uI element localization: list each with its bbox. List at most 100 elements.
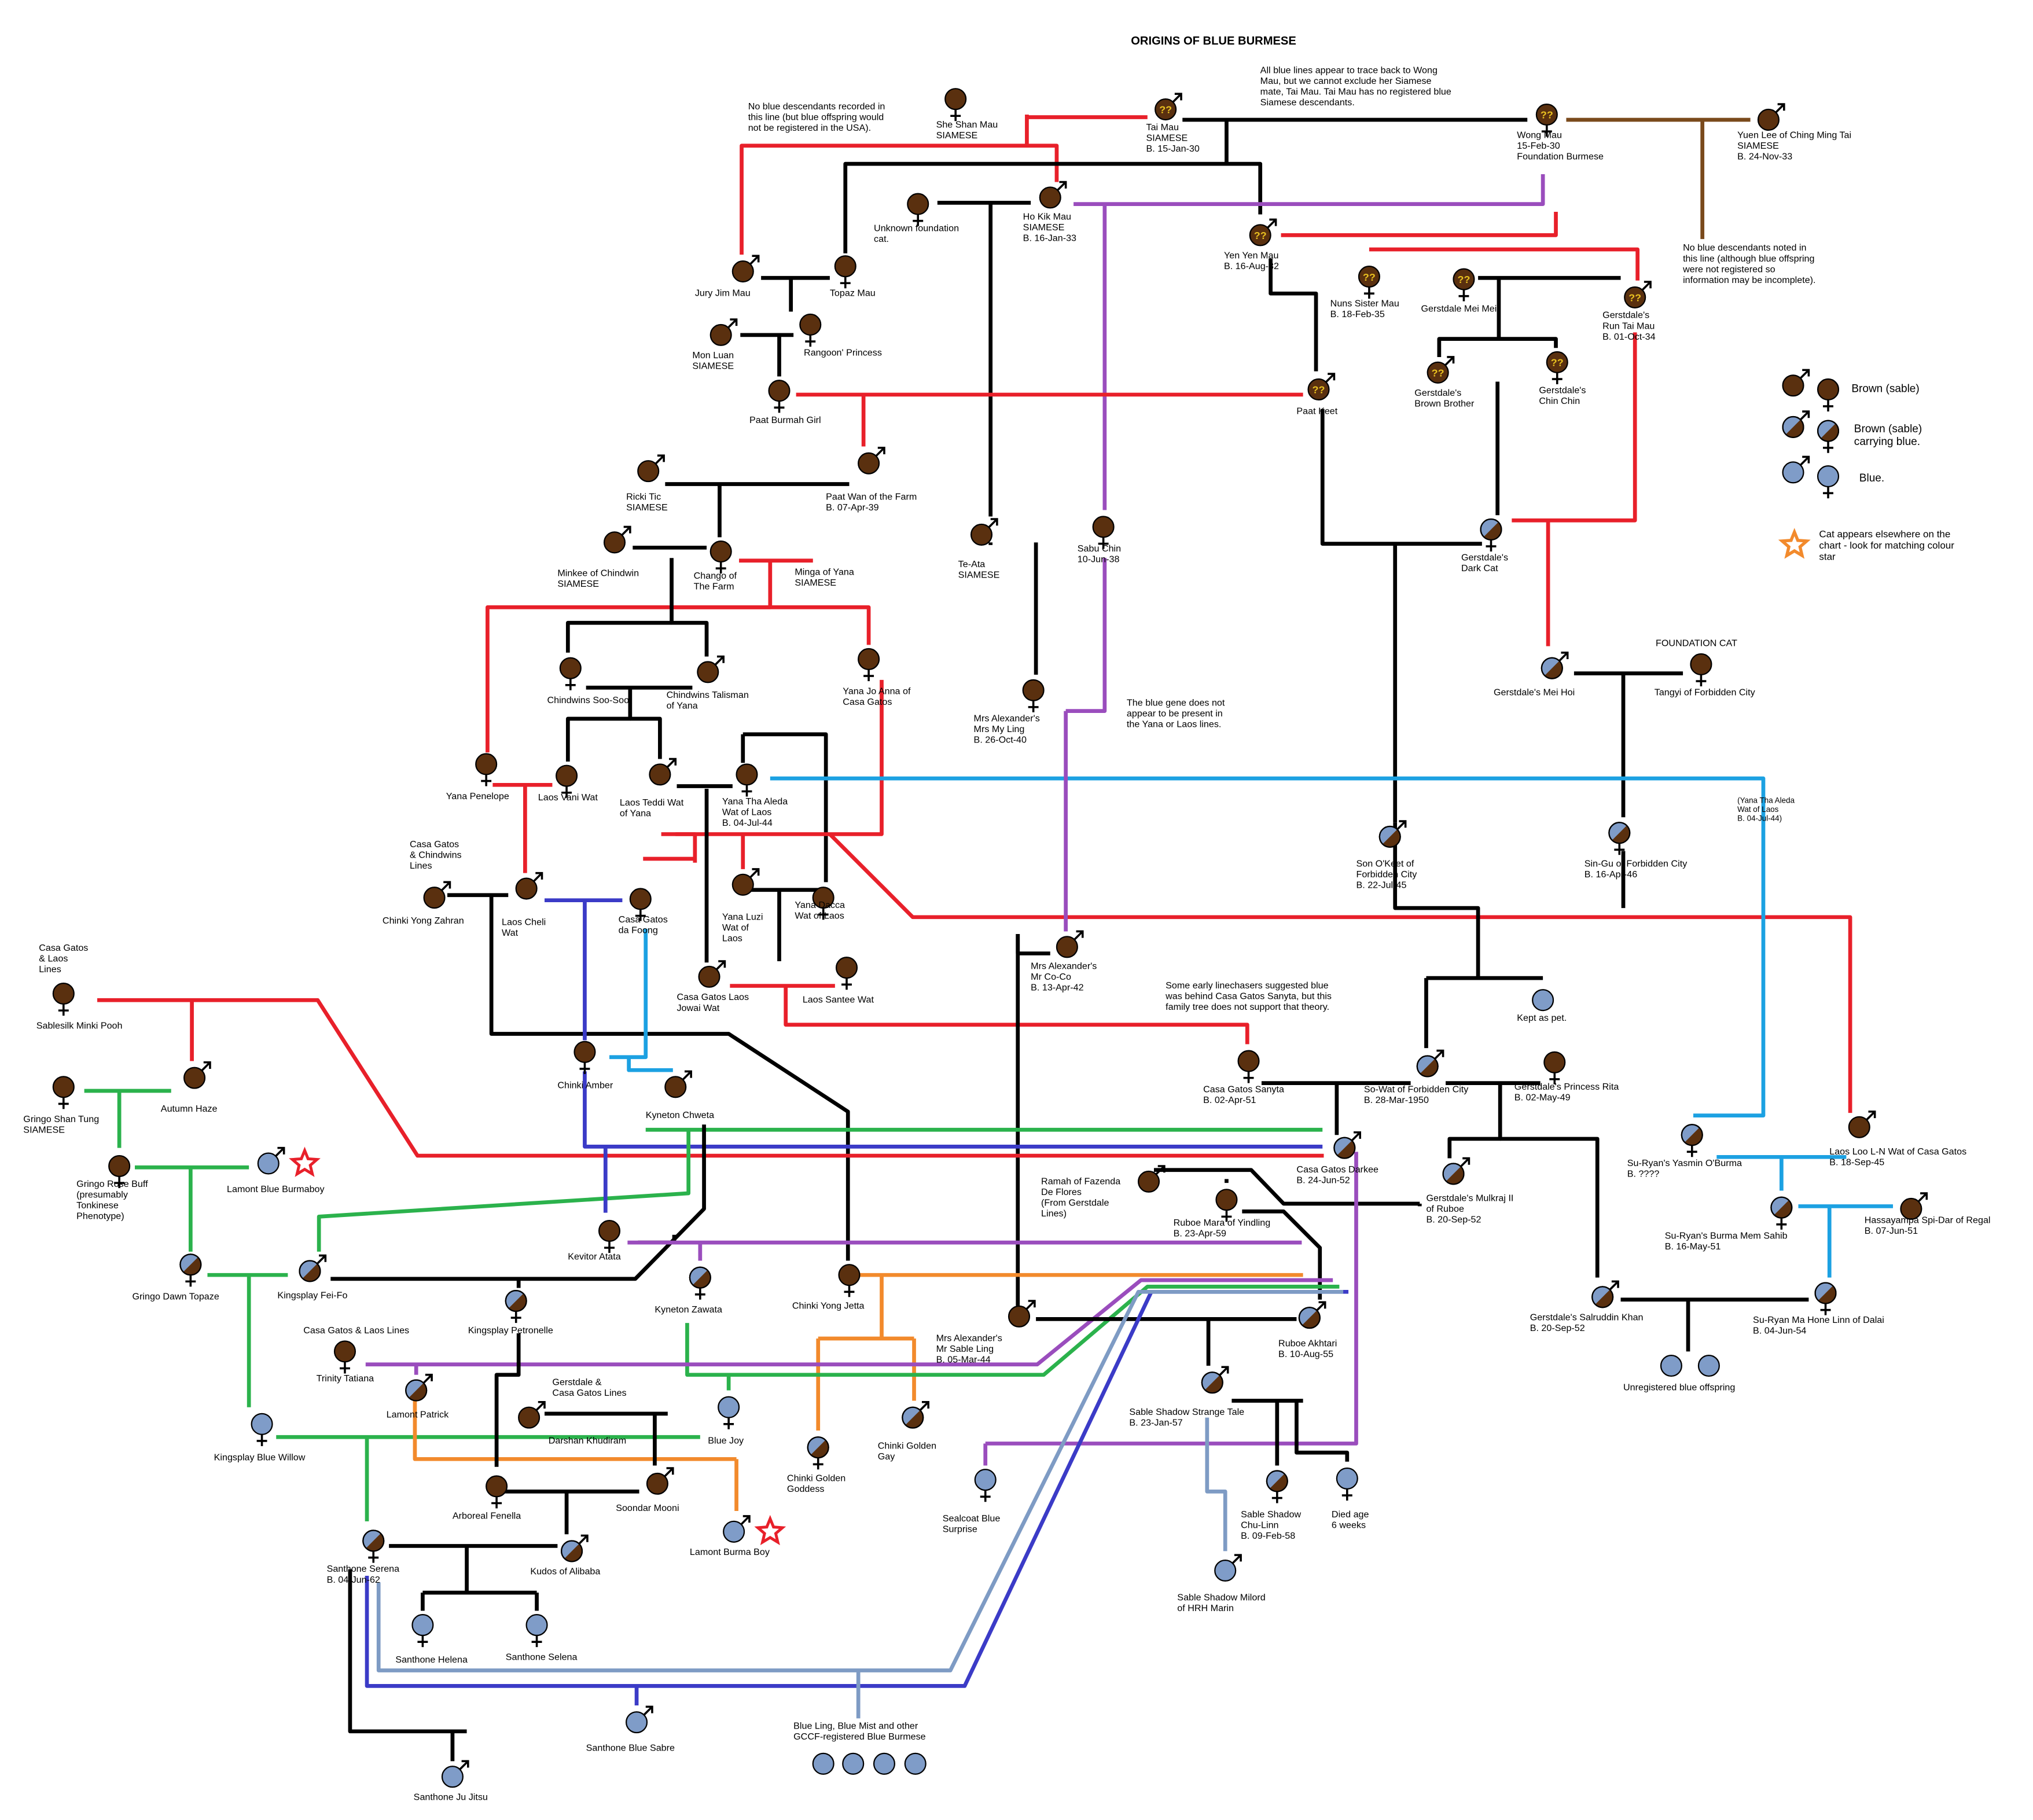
cat-label: Arboreal Fenella xyxy=(453,1510,521,1521)
text-line: Mau, but we cannot exclude her Siamese xyxy=(1260,76,1432,86)
brown-cat-icon xyxy=(736,763,758,786)
carrier-outline xyxy=(362,1529,385,1552)
male-arrow xyxy=(718,960,726,968)
cat-label: Paat Burmah Girl xyxy=(749,415,821,425)
male-symbol xyxy=(458,1760,469,1771)
carrier-half xyxy=(1483,522,1502,540)
connector-line xyxy=(1281,212,1558,237)
cat-symbol: ?? xyxy=(1307,373,1336,401)
text-line: Ricki Tic xyxy=(626,491,661,502)
cat-symbol xyxy=(515,872,543,900)
cat-label: Chindwins Soo-Soo xyxy=(547,695,629,705)
text-line: All blue lines appear to trace back to W… xyxy=(1260,65,1438,75)
text-line: Casa Gatos xyxy=(843,697,892,707)
cat-symbol xyxy=(1022,679,1045,712)
cat-symbol xyxy=(1201,1366,1229,1394)
connector-line xyxy=(740,144,1027,255)
blue-cat-icon xyxy=(723,1520,745,1543)
text-line: appear to be present in xyxy=(1127,708,1223,719)
text-line: Mr Sable Ling xyxy=(936,1344,994,1354)
carrier-outline xyxy=(299,1260,321,1282)
cat-symbol xyxy=(1214,1554,1242,1582)
text-line: cat. xyxy=(874,234,889,244)
text-line: No blue descendants noted in xyxy=(1683,242,1806,253)
brown-cat-icon xyxy=(944,88,967,111)
male-arrow xyxy=(1644,281,1652,289)
cat-label: Santhone Selena xyxy=(506,1652,578,1663)
connector-line xyxy=(376,1289,1344,1672)
male-arrow xyxy=(319,1254,327,1262)
carrier-half xyxy=(905,1410,923,1428)
cat-node-bluesabre: Santhone Blue Sabre xyxy=(586,1705,675,1753)
text-line: B. 15-Jan-30 xyxy=(1146,144,1200,154)
connector-line xyxy=(671,620,709,657)
text-line: Gringo Dawn Topaze xyxy=(133,1292,219,1302)
brown-cat-icon xyxy=(1817,378,1840,401)
text-line: Yana Penelope xyxy=(446,791,509,801)
male-arrow xyxy=(657,454,665,462)
text-line: B. 01-Oct-34 xyxy=(1602,332,1655,342)
male-symbol xyxy=(748,868,759,879)
unknown-mark: ?? xyxy=(1551,357,1564,369)
male-arrow xyxy=(1436,1049,1444,1057)
connector-line xyxy=(627,1057,673,1072)
carrier-outline xyxy=(1782,416,1804,438)
cat-symbol xyxy=(423,881,451,909)
text-line: Siamese descendants. xyxy=(1260,97,1355,108)
male-arrow xyxy=(1328,373,1336,381)
connector-line xyxy=(770,776,1766,1117)
connector-line xyxy=(1437,278,1501,357)
connector-line xyxy=(1153,1168,1420,1206)
carrier-outline xyxy=(807,1436,829,1459)
connector-line xyxy=(609,928,648,1060)
text-line: the Yana or Laos lines. xyxy=(1127,719,1221,730)
cat-label: Lamont Blue Burmaboy xyxy=(227,1184,325,1194)
brown-cat-icon xyxy=(1092,516,1115,538)
star-icon xyxy=(1778,528,1811,559)
carrier-outline xyxy=(1480,518,1502,541)
text-line: Kyneton Zawata xyxy=(655,1304,722,1315)
text-line: of Yana xyxy=(667,701,698,711)
brown-cat-icon xyxy=(1900,1197,1922,1220)
text-line: Casa Gatos xyxy=(619,914,668,925)
cat-symbol xyxy=(299,1254,327,1282)
male-symbol xyxy=(681,1071,692,1082)
cat-node-soondar: Soondar Mooni xyxy=(616,1467,679,1513)
unknown-mark: ?? xyxy=(1458,274,1470,285)
cat-node-burmaboy: Lamont Blue Burmaboy xyxy=(227,1146,325,1194)
male-arrow xyxy=(716,655,725,663)
cat-label: Santhone Ju Jitsu xyxy=(414,1792,488,1803)
cat-symbol xyxy=(768,380,791,413)
cat-symbol xyxy=(689,1266,711,1300)
cat-label: Gerstdale Mei Mei xyxy=(1421,304,1497,314)
cat-symbol xyxy=(1092,516,1115,549)
unknown-cat-icon xyxy=(1427,361,1449,384)
text-line: SIAMESE xyxy=(557,579,599,589)
brown-cat-icon xyxy=(709,323,732,346)
cat-node-zawata: Kyneton Zawata xyxy=(655,1266,722,1315)
text-line: Hassayampa Spi-Dar of Regal xyxy=(1865,1215,1991,1226)
cat-label: Tangyi of Forbidden City xyxy=(1655,687,1756,698)
male-symbol xyxy=(315,1255,326,1266)
cat-symbol xyxy=(1333,1131,1362,1159)
male-symbol xyxy=(666,758,677,769)
text-line: Laos Cheli xyxy=(502,917,546,927)
unknown-cat-icon xyxy=(1358,266,1380,288)
carrier-outline xyxy=(1770,1196,1793,1219)
